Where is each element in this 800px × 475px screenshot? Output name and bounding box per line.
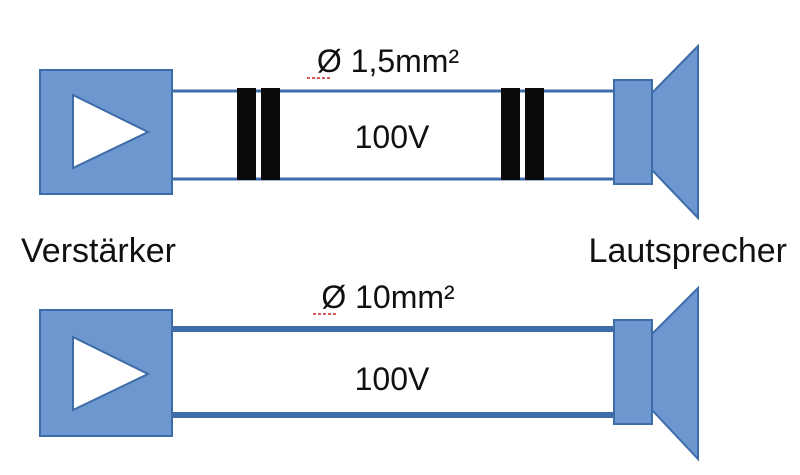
speaker-magnet [613,79,653,185]
top-row: Ø 1,5mm² 100V [39,43,699,221]
amplifier-triangle-icon [72,93,151,170]
bottom-cable-cross-section-label: Ø 10mm² [321,279,455,315]
top-right-transformer [501,88,544,180]
speaker-cone [651,285,699,462]
top-amplifier [39,69,173,195]
speaker-cone [651,43,699,221]
amplifier-label: Verstärker [21,232,176,270]
transformer-core-left [501,88,520,180]
bottom-row: Ø 10mm² 100V [39,279,699,462]
top-voltage-label: 100V [355,119,430,155]
top-cable-cross-section-label: Ø 1,5mm² [317,43,460,79]
transformer-core-right [525,88,544,180]
bottom-amplifier [39,309,173,437]
top-speaker-icon [613,43,699,221]
transformer-core-left [237,88,256,180]
speaker-label: Lautsprecher [589,232,787,270]
top-left-transformer [237,88,280,180]
amplifier-triangle-icon [72,335,151,412]
transformer-core-right [261,88,280,180]
bottom-speaker-icon [613,285,699,462]
bottom-voltage-label: 100V [355,361,430,397]
speaker-magnet [613,319,653,425]
